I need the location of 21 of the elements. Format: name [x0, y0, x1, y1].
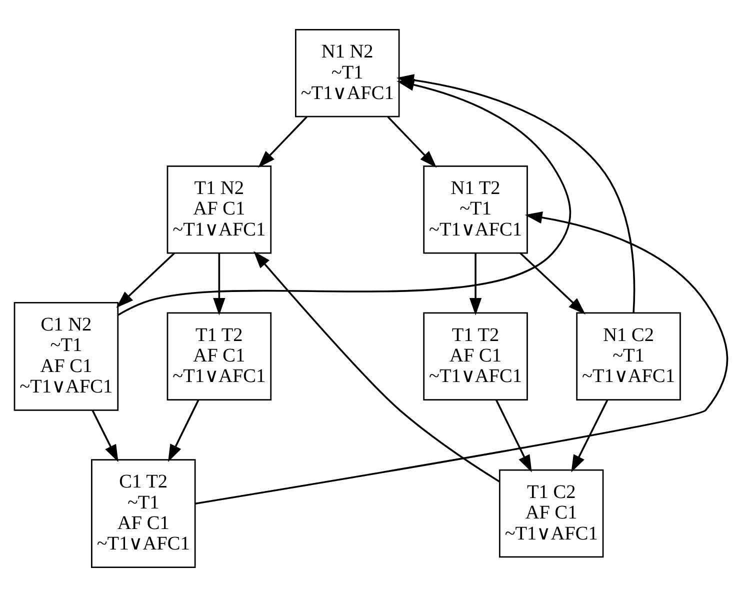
arrow — [212, 252, 225, 315]
arrow — [570, 399, 608, 472]
node-box: C1 N2 ~T1 AF C1 ~T1∨AFC1 — [13, 301, 118, 410]
arrow — [386, 116, 436, 168]
node-box: T1 C2 AF C1 ~T1∨AFC1 — [498, 468, 604, 558]
arrow — [91, 410, 118, 462]
arrow — [494, 399, 532, 472]
arrow — [253, 250, 500, 482]
node-box: N1 N2 ~T1 ~T1∨AFC1 — [294, 28, 400, 117]
node-box: C1 T2 ~T1 AF C1 ~T1∨AFC1 — [90, 458, 196, 568]
arrow — [519, 252, 586, 314]
arrow — [194, 211, 728, 504]
node-box: T1 N2 AF C1 ~T1∨AFC1 — [166, 165, 272, 254]
arrow — [468, 252, 482, 315]
node-box: T1 T2 AF C1 ~T1∨AFC1 — [422, 312, 528, 400]
arrow — [168, 399, 199, 462]
arrow — [258, 116, 307, 168]
node-box: T1 T2 AF C1 ~T1∨AFC1 — [166, 312, 272, 400]
node-box: N1 C2 ~T1 ~T1∨AFC1 — [576, 312, 680, 400]
arrow — [116, 252, 175, 308]
node-box: N1 T2 ~T1 ~T1∨AFC1 — [422, 165, 528, 254]
